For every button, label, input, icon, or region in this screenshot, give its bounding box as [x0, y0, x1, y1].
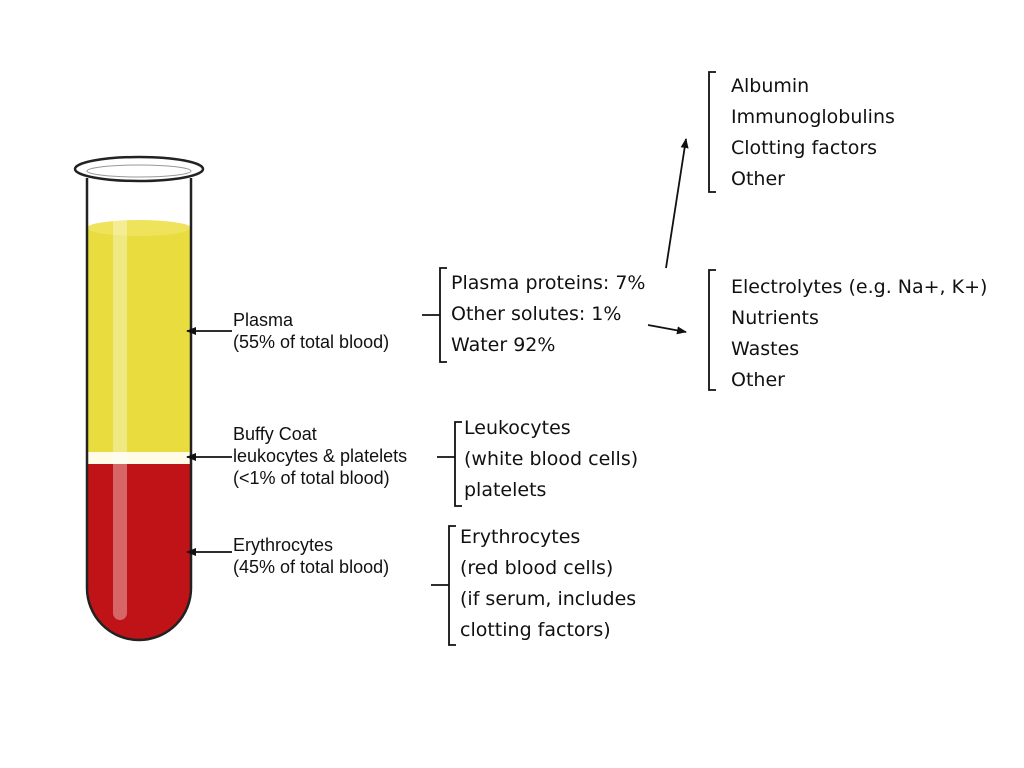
plasma-layer	[87, 228, 191, 454]
other-solutes-bracket	[708, 269, 716, 391]
erythrocytes-label-title: Erythrocytes	[233, 535, 334, 555]
list-item: (red blood cells)	[460, 557, 614, 579]
buffy-coat-label-percent: (<1% of total blood)	[233, 468, 390, 488]
buffy-coat-label-contents: leukocytes & platelets	[233, 446, 408, 466]
buffy-coat-layer	[87, 452, 191, 466]
list-item: Electrolytes (e.g. Na+, K+)	[731, 276, 988, 298]
list-item: Leukocytes	[464, 417, 571, 439]
list-item: (white blood cells)	[464, 448, 639, 470]
plasma-proteins-list: Albumin Immunoglobulins Clotting factors…	[731, 71, 895, 195]
buffy-details-list: Leukocytes (white blood cells) platelets	[464, 413, 638, 506]
erythrocytes-label: Erythrocytes (45% of total blood)	[233, 534, 389, 578]
list-item: platelets	[464, 479, 547, 501]
list-item: Other	[731, 168, 785, 190]
list-item: (if serum, includes	[460, 588, 637, 610]
list-item: Nutrients	[731, 307, 819, 329]
other-solutes-list: Electrolytes (e.g. Na+, K+) Nutrients Wa…	[731, 272, 987, 396]
list-item: Other	[731, 369, 785, 391]
erythrocytes-layer	[87, 464, 191, 640]
plasma-surface	[87, 220, 191, 236]
test-tube	[73, 155, 205, 642]
buffy-details-bracket	[437, 421, 462, 507]
list-item: Erythrocytes	[460, 526, 581, 548]
list-item: Wastes	[731, 338, 800, 360]
water-item: Water 92%	[451, 334, 556, 356]
buffy-coat-label-title: Buffy Coat	[233, 424, 317, 444]
tube-rim-inner	[86, 164, 192, 178]
buffy-coat-label: Buffy Coat leukocytes & platelets (<1% o…	[233, 423, 407, 489]
list-item: clotting factors)	[460, 619, 611, 641]
erythro-details-list: Erythrocytes (red blood cells) (if serum…	[460, 522, 636, 646]
tube-outline	[85, 178, 193, 642]
plasma-proteins-item: Plasma proteins: 7%	[451, 272, 646, 294]
erythro-details-bracket	[431, 525, 456, 646]
plasma-label-title: Plasma	[233, 310, 294, 330]
other-solutes-item: Other solutes: 1%	[451, 303, 622, 325]
list-item: Albumin	[731, 75, 810, 97]
tube-rim	[73, 155, 205, 183]
proteins-to-list-arrow	[665, 138, 689, 269]
plasma-label: Plasma (55% of total blood)	[233, 309, 389, 353]
erythrocytes-label-percent: (45% of total blood)	[233, 557, 390, 577]
plasma-proteins-bracket	[708, 71, 716, 193]
plasma-label-percent: (55% of total blood)	[233, 332, 390, 352]
plasma-composition-list: Plasma proteins: 7% Other solutes: 1% Wa…	[451, 268, 646, 361]
solutes-to-list-arrow	[647, 324, 687, 335]
list-item: Immunoglobulins	[731, 106, 895, 128]
plasma-composition-bracket	[422, 267, 447, 363]
tube-highlight	[113, 214, 127, 620]
list-item: Clotting factors	[731, 137, 878, 159]
